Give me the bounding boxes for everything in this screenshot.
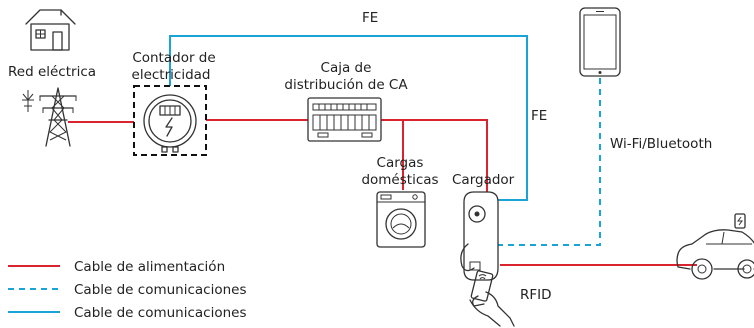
wifi-bluetooth-label: Wi-Fi/Bluetooth — [610, 136, 712, 152]
meter-label: Contador de electricidad — [132, 50, 216, 83]
electricity-meter-icon — [133, 85, 207, 156]
ac-distribution-box-icon — [307, 97, 382, 142]
power-cable-box-charger — [381, 119, 488, 192]
legend-label-comm: Cable de comunicaciones — [74, 305, 247, 321]
ac-box-label: Caja de distribución de CA — [284, 60, 408, 93]
ac-box-label-line2: distribución de CA — [284, 77, 408, 93]
comm-cable-meter-charger — [169, 35, 528, 201]
meter-label-line2: electricidad — [132, 67, 211, 83]
home-loads-label-line1: Cargas — [377, 155, 424, 171]
home-loads-label-line2: domésticas — [361, 172, 438, 188]
grid-label: Red eléctrica — [8, 64, 96, 80]
legend-label-wireless: Cable de comunicaciones — [74, 282, 247, 298]
wireless-link-phone-charger — [498, 78, 601, 246]
washing-machine-icon — [376, 191, 426, 248]
rfid-card-icon — [469, 270, 515, 327]
rfid-label: RFID — [520, 287, 552, 303]
legend-label-power: Cable de alimentación — [74, 259, 225, 275]
legend: Cable de alimentación Cable de comunicac… — [8, 259, 247, 321]
charger-label: Cargador — [452, 172, 515, 188]
comm-cables — [169, 35, 601, 246]
ac-box-label-line1: Caja de — [321, 60, 372, 76]
ev-charger-icon — [460, 191, 499, 281]
smartphone-icon — [579, 7, 621, 77]
fe-side-label: FE — [531, 108, 547, 124]
house-icon — [25, 9, 76, 51]
power-cables — [68, 119, 697, 266]
electric-car-icon — [676, 213, 754, 280]
power-tower-icon — [22, 87, 77, 147]
meter-label-line1: Contador de — [132, 50, 215, 66]
fe-top-label: FE — [362, 10, 378, 26]
home-loads-label: Cargas domésticas — [361, 155, 438, 188]
